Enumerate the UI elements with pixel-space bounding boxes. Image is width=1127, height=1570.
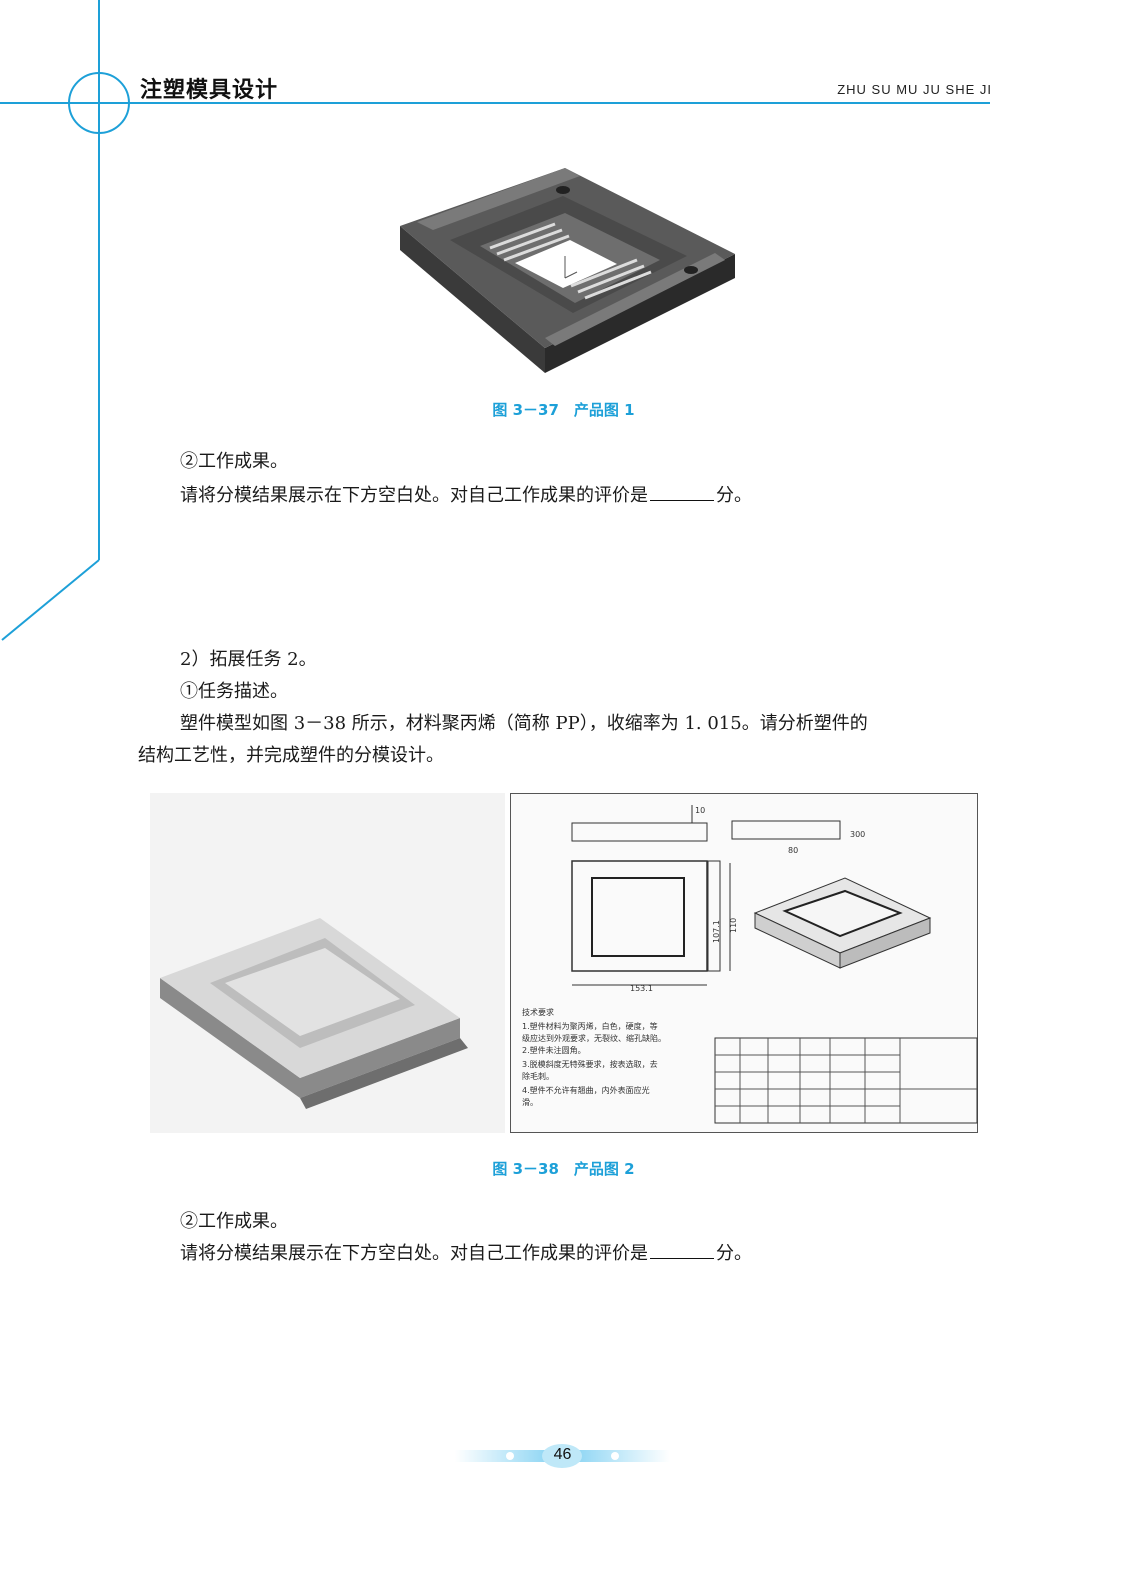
work-result-unit: 分。 [716,485,752,506]
dim-110: 110 [729,918,738,933]
task2-desc-title: ①任务描述。 [180,681,288,702]
dim-300: 300 [850,830,865,839]
page-number-ornament [455,1444,670,1468]
product-figure-2-drawing: 10 300 80 107.1 110 153.1 技术要求 1.塑件材料为聚丙… [510,793,978,1133]
work-result-text: 请将分模结果展示在下方空白处。对自己工作成果的评价是 [180,485,648,506]
work-result-unit-2: 分。 [716,1243,752,1264]
figure-2-caption: 图 3－38 产品图 2 [492,1160,635,1178]
dim-10: 10 [695,806,705,815]
product-figure-2-render [150,793,505,1133]
book-title-pinyin: ZHU SU MU JU SHE JI [837,82,992,97]
work-result-instruction: 请将分模结果展示在下方空白处。对自己工作成果的评价是 分。 [180,480,752,512]
tech-req-4b: 滑。 [522,1097,538,1107]
work-result-title-2: ②工作成果。 [180,1211,288,1232]
dim-107: 107.1 [712,920,721,943]
book-title: 注塑模具设计 [140,78,279,103]
product-figure-1 [400,168,735,373]
tech-req-3: 3.脱模斜度无特殊要求，按表选取，去 [522,1059,658,1069]
tech-req-3b: 除毛刺。 [522,1071,554,1081]
tech-req-2: 2.塑件未注圆角。 [522,1045,586,1055]
score-blank-2 [650,1238,714,1259]
tech-req-4: 4.塑件不允许有翘曲，内外表面应光 [522,1085,650,1095]
tech-req-1: 1.塑件材料为聚丙烯，白色，硬度，等 [522,1021,658,1031]
tech-req-1b: 级应达到外观要求，无裂纹、缩孔缺陷。 [522,1033,666,1043]
task2-heading: 2）拓展任务 2。 [180,649,317,670]
task2-desc-line2: 结构工艺性，并完成塑件的分模设计。 [138,745,444,766]
work-result-title: ②工作成果。 [180,451,288,472]
task2-desc-line1: 塑件模型如图 3－38 所示，材料聚丙烯（简称 PP），收缩率为 1. 015。… [180,713,868,734]
work-result-instruction-2: 请将分模结果展示在下方空白处。对自己工作成果的评价是 分。 [180,1238,752,1270]
page-number-banner: 46 [455,1442,670,1470]
dim-80: 80 [788,846,798,855]
score-blank [650,480,714,501]
dim-153: 153.1 [630,984,653,993]
figure-1-caption: 图 3－37 产品图 1 [492,401,635,419]
page-number: 46 [553,1446,572,1463]
tech-req-title: 技术要求 [522,1007,554,1017]
work-result-text-2: 请将分模结果展示在下方空白处。对自己工作成果的评价是 [180,1243,648,1264]
